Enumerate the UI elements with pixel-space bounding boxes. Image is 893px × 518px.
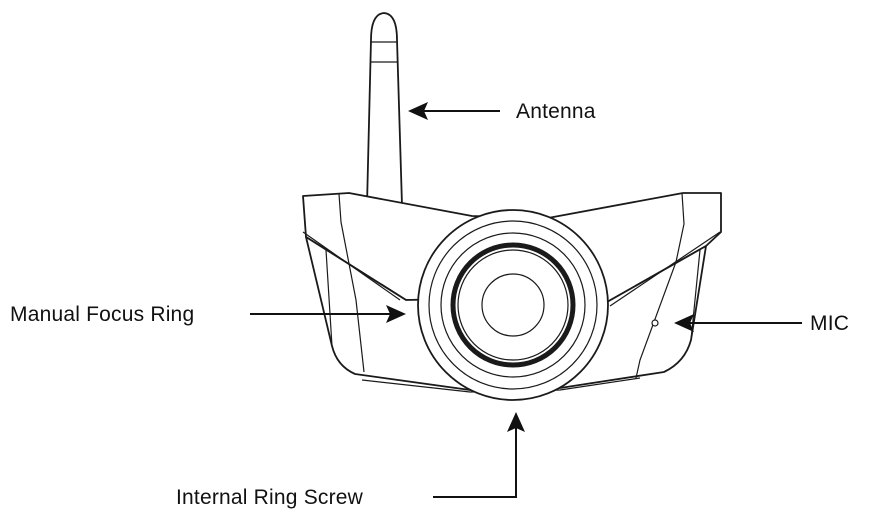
- mic-callout: MIC: [674, 312, 849, 335]
- antenna-label: Antenna: [516, 100, 596, 123]
- antenna-callout: Antenna: [408, 100, 596, 123]
- mic-label: MIC: [810, 312, 849, 335]
- antenna: [366, 12, 403, 206]
- focus-ring-callout: Manual Focus Ring: [10, 303, 406, 326]
- lens-assembly: [417, 209, 609, 401]
- manual-focus-ring-label: Manual Focus Ring: [10, 303, 194, 326]
- ring-screw-callout: Internal Ring Screw: [176, 412, 525, 509]
- internal-ring-screw-label: Internal Ring Screw: [176, 486, 364, 509]
- mic-hole: [651, 319, 659, 327]
